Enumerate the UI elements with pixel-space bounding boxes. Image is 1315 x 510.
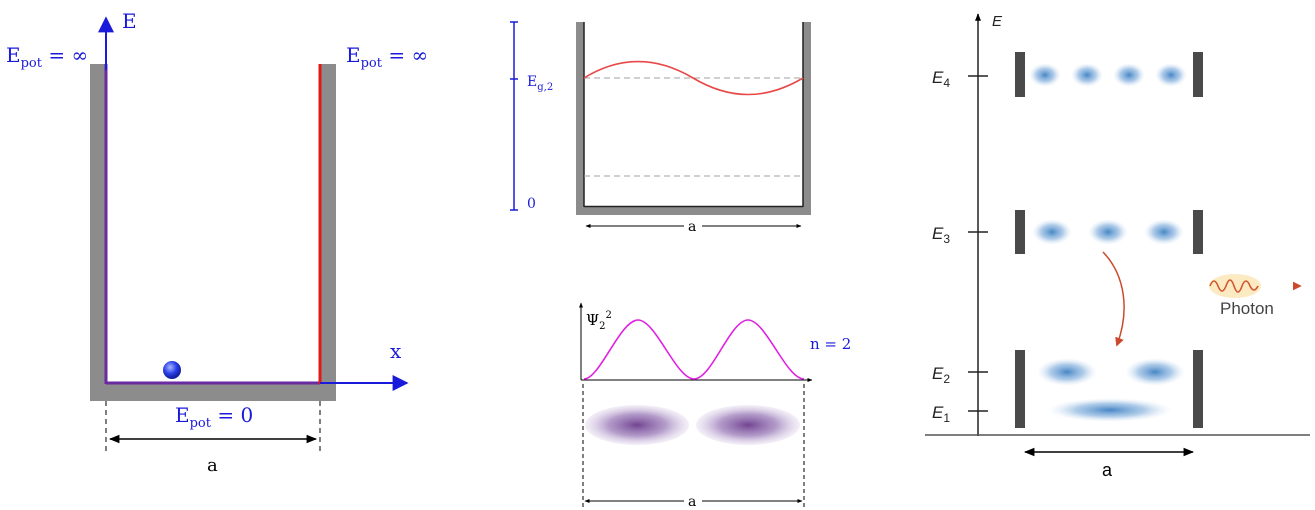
- wavefunction-n2: [583, 60, 804, 96]
- epot-infinite-left-label: Epot = ∞: [6, 43, 88, 71]
- panel-right-energy-levels: E E4 E3 E2 E1: [925, 13, 1310, 480]
- wall-e3-left: [1015, 210, 1025, 254]
- density-blob-left: [585, 405, 689, 445]
- photon-label: Photon: [1220, 299, 1274, 318]
- width-label: a: [207, 455, 218, 476]
- wall-e4-right: [1193, 52, 1203, 97]
- e-axis-label: E: [122, 9, 137, 33]
- right-wall: [320, 64, 336, 401]
- blob-e2-2: [1125, 358, 1185, 386]
- panel-middle-top-energy-level: Eg,2 0 a: [510, 21, 811, 235]
- panel-left-infinite-well: E x Epot = ∞ Epot = ∞ Epot = 0 a: [6, 9, 428, 476]
- density-blob-right: [696, 405, 800, 445]
- mid-right-wall: [803, 22, 811, 215]
- wall-e1-left: [1015, 390, 1025, 428]
- blob-e3-2: [1088, 219, 1128, 245]
- blob-e3-1: [1032, 219, 1072, 245]
- blob-e4-1: [1029, 63, 1061, 87]
- wall-e2-right: [1193, 350, 1203, 392]
- label-e1: E1: [932, 403, 950, 425]
- wall-e3-right: [1193, 210, 1203, 254]
- label-e2: E2: [932, 364, 950, 386]
- bottom-width-label-bg: [684, 493, 702, 509]
- eg2-label: Eg,2: [527, 74, 553, 93]
- panel-middle-bottom-probability: Ψ22 n = 2 a: [579, 302, 851, 510]
- wall-e4-left: [1015, 52, 1025, 97]
- epot-infinite-right-label: Epot = ∞: [346, 43, 428, 71]
- left-wall: [90, 64, 106, 401]
- wall-e2-left: [1015, 350, 1025, 392]
- label-e4: E4: [932, 68, 950, 90]
- transition-arrow: [1102, 251, 1125, 347]
- x-axis-label: x: [390, 339, 402, 363]
- mid-width-label-bg: [684, 217, 702, 233]
- wall-e1-right: [1193, 390, 1203, 428]
- photon-icon: [1140, 274, 1302, 298]
- n-label: n = 2: [810, 335, 851, 353]
- blob-e1: [1048, 398, 1172, 422]
- right-width-label: a: [1102, 460, 1113, 480]
- mid-floor: [576, 207, 811, 215]
- bottom-width-label: a: [688, 494, 696, 510]
- blob-e4-4: [1155, 63, 1187, 87]
- right-e-axis-label: E: [992, 13, 1003, 30]
- psi-label: Ψ22: [586, 310, 612, 332]
- zero-label: 0: [527, 196, 536, 212]
- blob-e4-3: [1113, 63, 1145, 87]
- probability-density-curve: [583, 319, 805, 380]
- blob-e4-2: [1071, 63, 1103, 87]
- particle-ball: [163, 361, 181, 379]
- mid-left-wall: [576, 22, 584, 215]
- epot-zero-label: Epot = 0: [175, 403, 253, 431]
- mid-width-label: a: [688, 219, 696, 235]
- blob-e2-1: [1037, 358, 1097, 386]
- label-e3: E3: [932, 224, 950, 246]
- floor-bar: [90, 384, 336, 401]
- blob-e3-3: [1144, 219, 1184, 245]
